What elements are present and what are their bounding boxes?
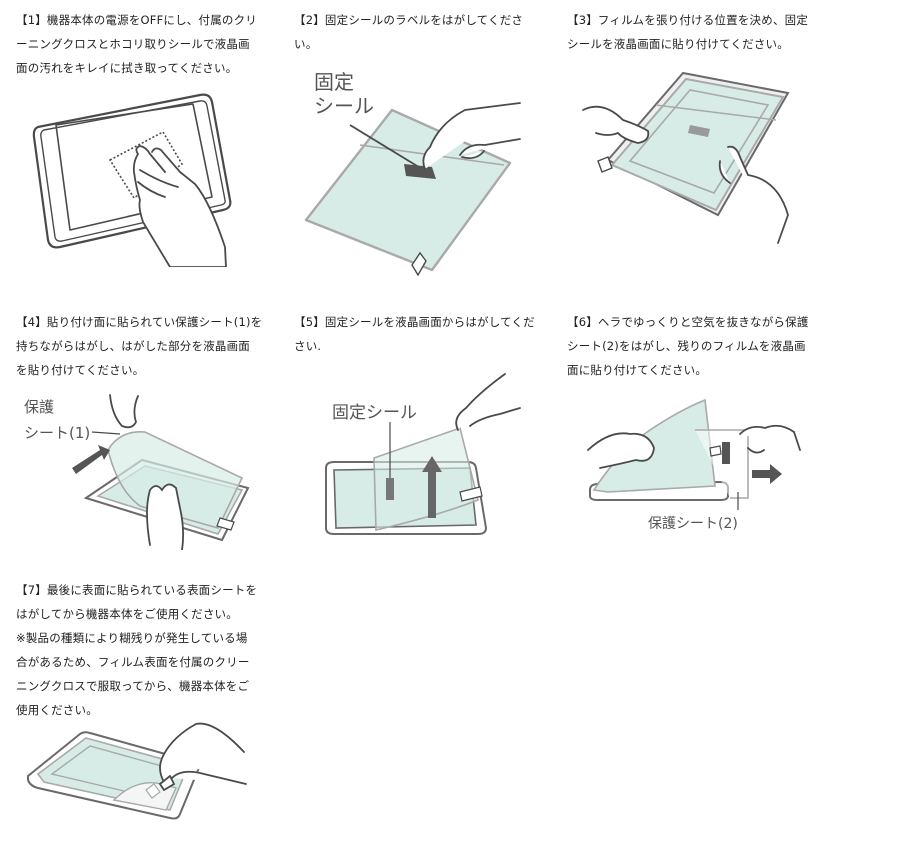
label-protective-sheet-1-line2: シート(1) xyxy=(24,424,90,442)
step-3-illustration xyxy=(578,65,808,245)
step-1-text: 【1】機器本体の電源をOFFにし、付属のクリ ーニングクロスとホコリ取りシールで… xyxy=(16,13,258,75)
step-1: 【1】機器本体の電源をOFFにし、付属のクリ ーニングクロスとホコリ取りシールで… xyxy=(16,8,291,80)
label-fixing-seal: 固定シール xyxy=(332,403,417,423)
step-4: 【4】貼り付け面に貼られてい保護シート(1)を 持ちながらはがし、はがした部分を… xyxy=(16,310,291,382)
step-3-text: 【3】フィルムを張り付ける位置を決め、固定 シールを液晶画面に貼り付けてください… xyxy=(567,13,809,51)
label-protective-sheet-2: 保護シート(2) xyxy=(648,516,738,532)
step-5-text: 【5】固定シールを液晶画面からはがしてくだ さい. xyxy=(294,315,535,353)
step-4-illustration: 保護 シート(1) xyxy=(20,390,260,550)
step-3: 【3】フィルムを張り付ける位置を決め、固定 シールを液晶画面に貼り付けてください… xyxy=(567,8,842,56)
step-7-text: 【7】最後に表面に貼られている表面シートを はがしてから機器本体をご使用ください… xyxy=(16,583,258,717)
step-2-text: 【2】固定シールのラベルをはがしてくださ い。 xyxy=(294,13,524,51)
step-2-illustration: 固定 シール xyxy=(300,65,530,280)
step-5: 【5】固定シールを液晶画面からはがしてくだ さい. xyxy=(294,310,569,358)
step-2: 【2】固定シールのラベルをはがしてくださ い。 xyxy=(294,8,569,56)
tablet-cleaning-icon xyxy=(32,93,232,267)
step-7: 【7】最後に表面に貼られている表面シートを はがしてから機器本体をご使用ください… xyxy=(16,578,291,722)
label-fixing-seal-line1: 固定 xyxy=(314,70,354,94)
label-fixing-seal-line2: シール xyxy=(314,94,374,118)
step-4-text: 【4】貼り付け面に貼られてい保護シート(1)を 持ちながらはがし、はがした部分を… xyxy=(16,315,263,377)
step-7-illustration xyxy=(14,712,254,837)
label-protective-sheet-1-line1: 保護 xyxy=(24,398,54,416)
step-5-illustration: 固定シール xyxy=(310,370,530,545)
step-6-text: 【6】ヘラでゆっくりと空気を抜きながら保護 シート(2)をはがし、残りのフィルム… xyxy=(567,315,809,377)
step-6: 【6】ヘラでゆっくりと空気を抜きながら保護 シート(2)をはがし、残りのフィルム… xyxy=(567,310,842,382)
step-1-illustration xyxy=(30,92,245,267)
step-6-illustration: 保護シート(2) xyxy=(580,390,810,540)
